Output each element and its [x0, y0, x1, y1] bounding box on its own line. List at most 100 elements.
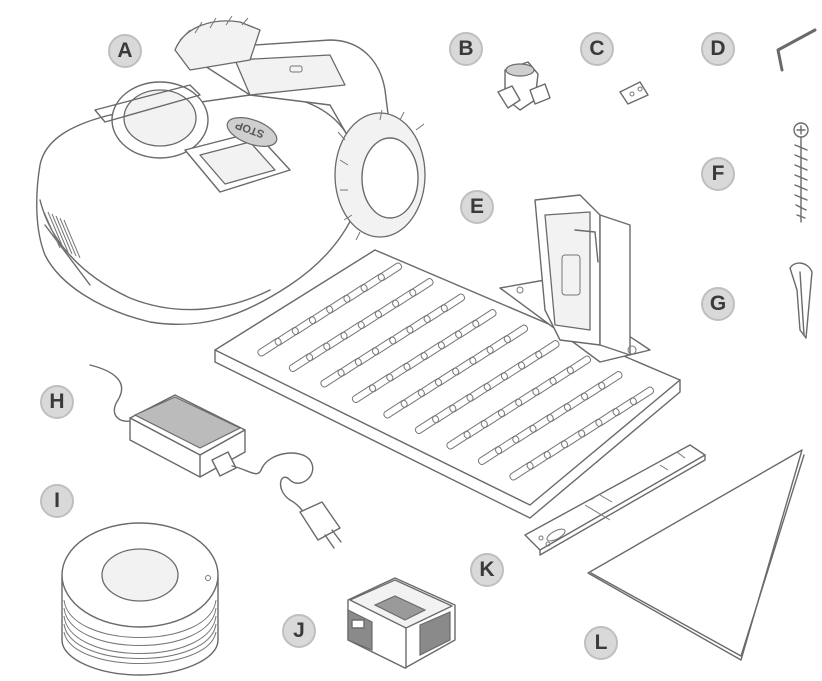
base-plate-slot: [578, 418, 603, 438]
label-a-text: A: [117, 39, 133, 62]
label-k-text: K: [479, 558, 495, 581]
base-plate-slot: [274, 327, 299, 346]
base-plate-slot: [437, 330, 463, 350]
label-h-badge: H: [40, 385, 74, 419]
label-j-badge: J: [282, 614, 316, 648]
label-l-badge: L: [584, 626, 618, 660]
label-l-text: L: [594, 631, 608, 654]
base-plate-slot: [257, 337, 282, 357]
base-plate-slot: [340, 321, 365, 340]
base-plate-slot: [306, 342, 331, 362]
base-plate-slot: [369, 373, 394, 393]
base-plate-slot: [409, 278, 434, 297]
base-plate-slot: [612, 397, 637, 417]
peg-illustration: [789, 262, 813, 339]
base-plate-slot: [291, 316, 317, 336]
stop-button-icon: [226, 117, 278, 147]
base-plate-slot: [566, 355, 592, 375]
base-plate-slot: [483, 372, 508, 392]
hex-key-illustration: [776, 28, 817, 72]
base-plate-slot: [354, 347, 380, 367]
label-e-text: E: [469, 195, 484, 218]
base-plate-slot: [469, 346, 494, 365]
base-plate-slot: [515, 387, 540, 407]
base-plate-slot: [495, 435, 520, 455]
base-plate-slot: [509, 461, 534, 481]
label-h-text: H: [49, 390, 65, 413]
charging-station-illustration: [214, 194, 681, 519]
base-plate-slot: [535, 340, 560, 359]
base-plate-slot: [486, 335, 511, 355]
base-plate-slot: [432, 404, 457, 424]
base-plate-slot: [529, 414, 554, 433]
base-plate-slot: [374, 299, 400, 319]
base-plate-slot: [357, 310, 382, 330]
label-i-badge: I: [40, 484, 74, 518]
base-plate-slot: [360, 273, 385, 293]
base-plate-slot: [532, 377, 557, 396]
label-k-badge: K: [470, 553, 504, 587]
base-plate-slot: [449, 393, 474, 413]
base-plate-slot: [560, 429, 586, 449]
label-f-text: F: [711, 162, 725, 185]
label-e-badge: E: [460, 190, 494, 224]
base-plate-slot: [595, 408, 620, 427]
label-f-badge: F: [701, 157, 735, 191]
base-plate-slot: [343, 284, 368, 303]
base-plate-slot: [406, 315, 431, 334]
label-j-text: J: [293, 619, 305, 642]
base-plate-slot: [308, 305, 334, 325]
base-plate-slot: [414, 415, 440, 435]
base-plate-slot: [480, 409, 506, 429]
base-plate-slot: [543, 440, 569, 460]
base-plate-slot: [497, 398, 523, 418]
base-plate-slot: [434, 367, 460, 387]
base-plate-slot: [526, 451, 551, 470]
base-plate-slot: [403, 352, 428, 371]
label-b-badge: B: [449, 32, 483, 66]
base-plate-slot: [463, 420, 488, 439]
label-g-badge: G: [701, 287, 735, 321]
label-d-text: D: [710, 37, 726, 60]
base-plate-slot: [549, 366, 574, 386]
base-plate-slot: [477, 446, 503, 466]
base-plate-slot: [440, 293, 466, 313]
label-c-text: C: [589, 37, 605, 60]
base-plate-slot: [512, 424, 537, 444]
base-plate-slot: [337, 358, 362, 377]
base-plate-slot: [503, 324, 529, 344]
base-plate-slot: [500, 361, 526, 381]
base-plate-slot: [423, 304, 448, 324]
base-plate-slot: [466, 383, 491, 402]
base-plate-slot: [389, 325, 414, 345]
wire-connector-illustration: [497, 61, 551, 111]
screw-illustration: [793, 122, 809, 223]
power-supply-illustration: [89, 364, 342, 549]
base-plate-slot: [392, 288, 417, 308]
base-plate-slot: [417, 378, 443, 398]
base-plate-slot: [518, 350, 543, 370]
triangle-gauge-illustration: [587, 449, 805, 661]
base-plate-slot: [455, 319, 480, 339]
robotic-mower-illustration: STOP: [36, 15, 426, 326]
base-plate-slot: [446, 430, 471, 450]
label-c-badge: C: [580, 32, 614, 66]
label-g-text: G: [709, 292, 727, 315]
base-plate-slot: [386, 362, 411, 382]
base-plate-slot: [351, 384, 377, 404]
base-plate-slot: [472, 309, 497, 328]
base-plate-slot: [323, 331, 348, 351]
boundary-wire-roll-illustration: [61, 522, 219, 676]
base-plate-slot: [546, 403, 571, 423]
label-a-badge: A: [108, 34, 142, 68]
base-plate-slot: [452, 356, 477, 376]
base-plate-slot: [420, 341, 445, 361]
base-plate-slot: [383, 399, 408, 419]
distance-ruler-illustration: [524, 444, 706, 556]
battery-illustration: [347, 577, 456, 669]
blade-illustration: [619, 81, 649, 105]
base-plate-slot: [288, 353, 314, 373]
base-plate-slot: [629, 386, 655, 406]
label-b-text: B: [458, 37, 474, 60]
